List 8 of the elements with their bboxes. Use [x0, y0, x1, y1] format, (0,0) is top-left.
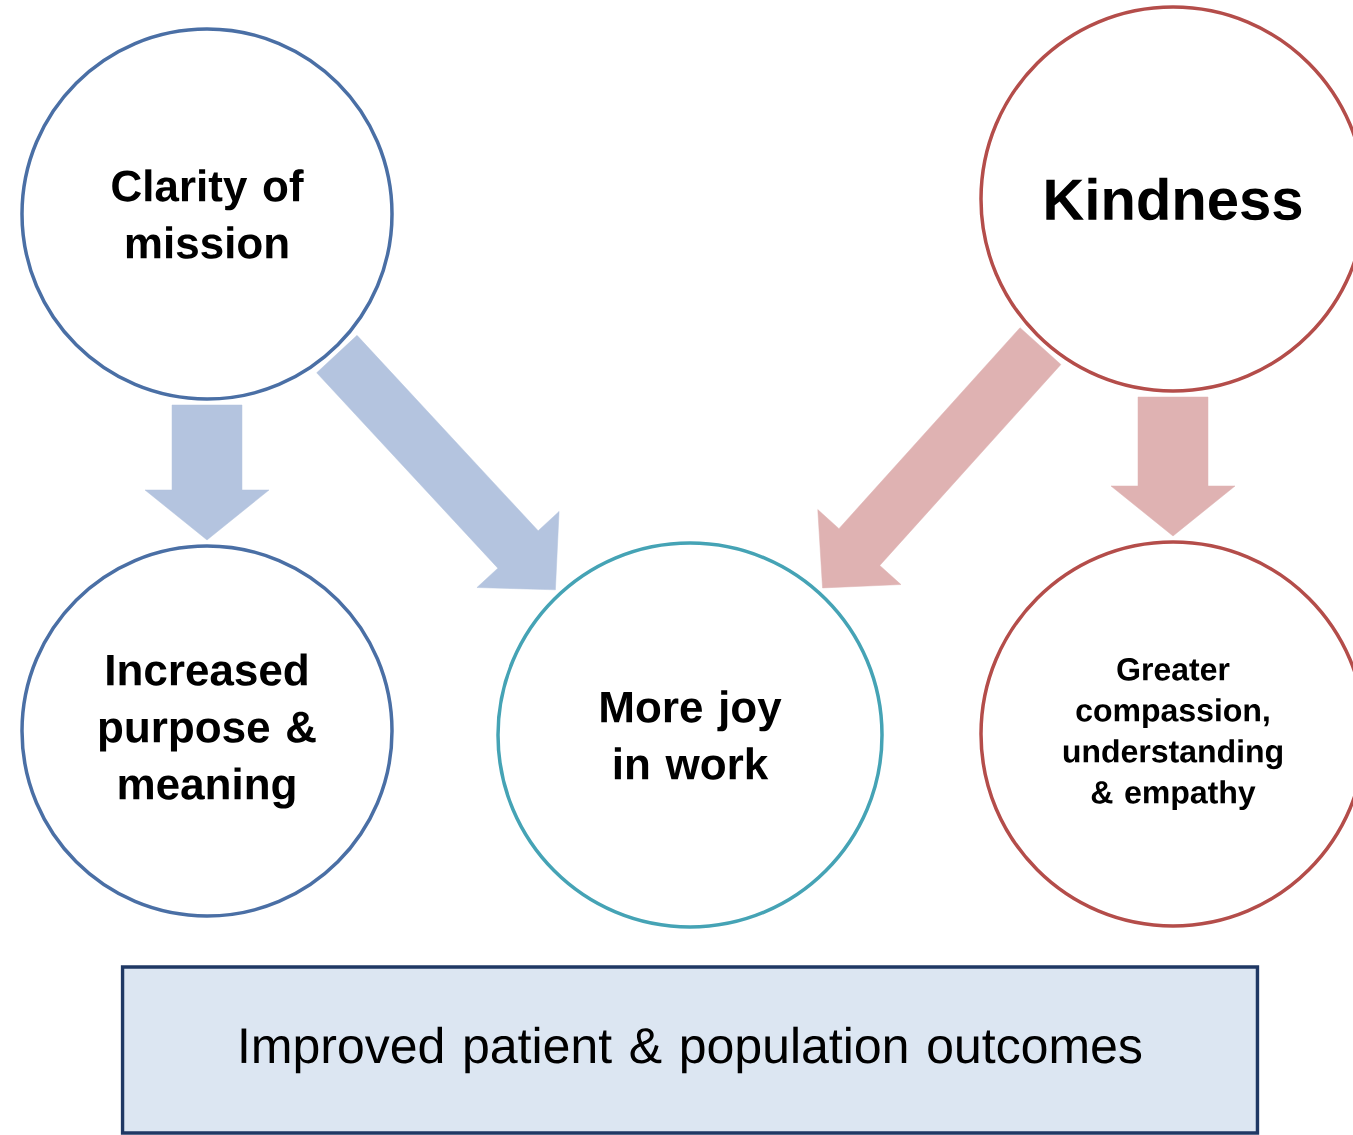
block-arrow — [817, 327, 1062, 589]
circle-node: More joy in work — [496, 541, 884, 929]
circle-node: Increased purpose & meaning — [20, 544, 394, 918]
block-arrow — [144, 404, 270, 541]
outcome-box: Improved patient & population outcomes — [120, 965, 1260, 1135]
block-arrow — [1110, 396, 1236, 537]
circle-node: Clarity of mission — [20, 27, 394, 401]
block-arrow — [316, 335, 560, 591]
